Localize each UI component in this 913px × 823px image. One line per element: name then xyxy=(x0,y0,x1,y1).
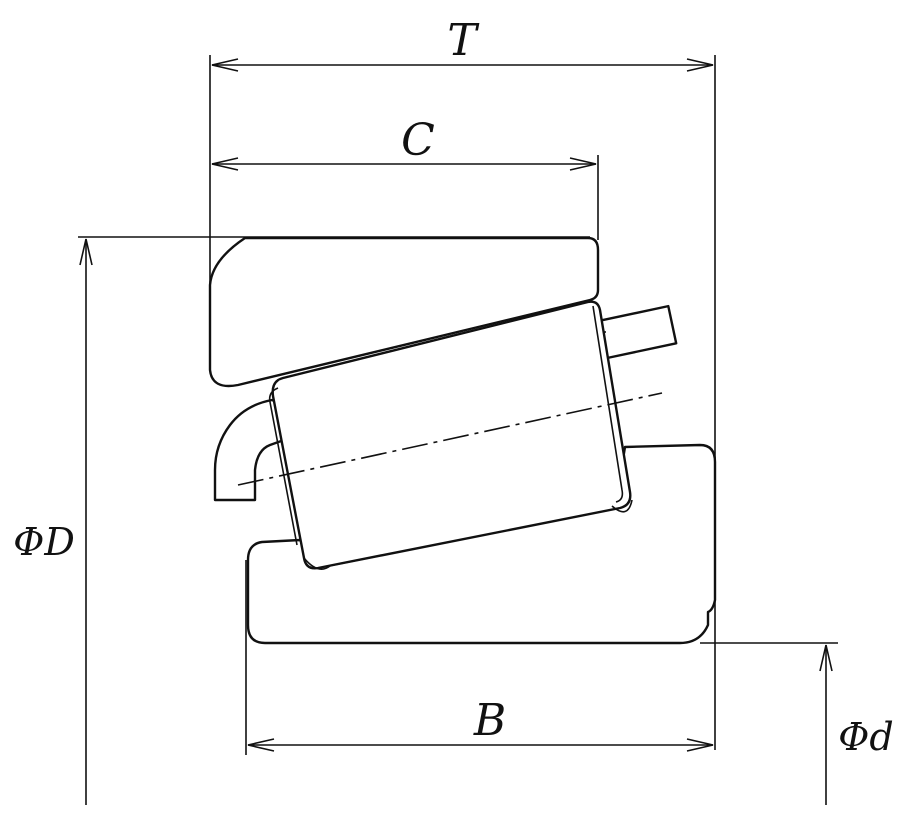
arrow-C-left xyxy=(211,157,239,171)
label-B: B xyxy=(473,695,506,746)
arrow-C-right xyxy=(569,157,597,171)
roller-bottom-notch-right xyxy=(611,499,633,513)
label-phi-D: ΦD xyxy=(13,520,75,564)
roller-end-right xyxy=(592,305,624,503)
outer-ring-section xyxy=(208,236,600,388)
cage-hook-left xyxy=(213,398,286,502)
label-C: C xyxy=(401,115,435,166)
arrow-T-left xyxy=(211,58,239,72)
arrow-T-right xyxy=(686,58,714,72)
arrow-d-top xyxy=(819,644,833,672)
roller-bottom-notch-left xyxy=(303,557,331,570)
inner-ring-section xyxy=(246,443,717,645)
arrow-B-right xyxy=(686,738,714,752)
cage-bar-right xyxy=(598,304,678,360)
roller-end-left xyxy=(268,387,298,546)
label-phi-d: Φd xyxy=(838,715,893,759)
arrow-D-top xyxy=(79,238,93,266)
roller-axis-line xyxy=(237,392,663,486)
label-T: T xyxy=(447,15,480,66)
arrow-B-left xyxy=(247,738,275,752)
